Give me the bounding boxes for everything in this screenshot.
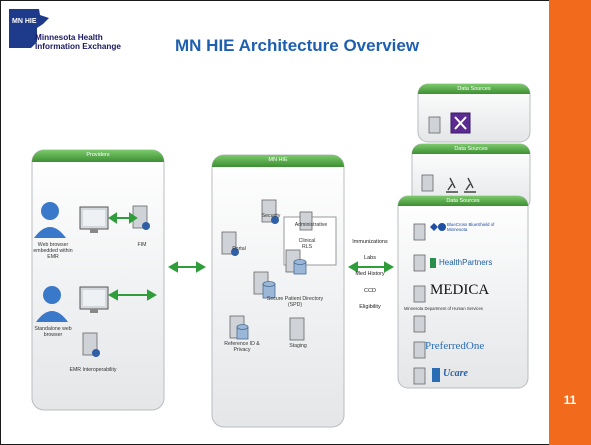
logo-badge: MN HIE	[12, 18, 37, 25]
source-server-icon	[413, 367, 426, 385]
monitor-icon	[79, 286, 109, 313]
source-server-icon	[428, 116, 441, 134]
mnhie-title: MN HIE	[268, 157, 288, 163]
user-icon	[36, 286, 68, 322]
bcbs-logo-icon	[430, 223, 446, 231]
web-browser-emr-label: Web browser embedded within EMR	[33, 242, 73, 260]
mnhie-panel	[211, 154, 345, 428]
emr-interop-label: EMR Interoperability	[69, 367, 117, 373]
flow-label: CCD	[364, 288, 376, 294]
source-server-icon	[413, 341, 426, 359]
emr-lock-icon	[92, 349, 100, 357]
source-server-icon	[413, 315, 426, 333]
fim-label: FIM	[137, 242, 147, 248]
spd-database-icon	[262, 281, 276, 299]
standalone-label: Standalone web browser	[34, 326, 72, 338]
administrative-label: Administrative	[294, 222, 328, 228]
portal-globe-icon	[231, 248, 239, 256]
staging-label: Staging	[289, 343, 307, 349]
preferredone-brand: PreferredOne	[425, 340, 485, 352]
connection-arrows	[107, 212, 395, 301]
logo-line-2: Information Exchange	[35, 42, 121, 51]
medica-brand: MEDICA	[430, 282, 490, 298]
source-server-icon	[421, 174, 434, 192]
user-icon	[34, 202, 66, 238]
flow-label: Med History	[355, 271, 385, 277]
clinical-database-icon	[293, 259, 307, 275]
security-server-icon	[261, 199, 277, 223]
reference-id-label: Reference ID & Privacy	[224, 341, 260, 353]
flow-label: Immunizations	[352, 239, 388, 245]
security-label: Security	[261, 213, 281, 219]
data-sources-title-2: Data Sources	[454, 146, 488, 152]
logo-text: Minnesota Health Information Exchange	[35, 33, 121, 51]
emr-server-icon	[82, 332, 98, 356]
minnesota-state-shape-icon	[9, 9, 49, 48]
microscope-icon	[464, 177, 476, 193]
fim-lock-icon	[142, 222, 150, 230]
reference-database-icon	[236, 324, 249, 340]
data-sources-panel-back	[417, 83, 531, 143]
flow-label: Eligibility	[359, 304, 381, 310]
ucare-logo-icon	[432, 368, 440, 382]
source-server-icon	[413, 285, 426, 303]
slide-title: MN HIE Architecture Overview	[175, 36, 420, 55]
providers-title: Providers	[86, 152, 110, 158]
bcbs-brand: BlueCross BlueShield of Minnesota	[447, 222, 495, 232]
monitor-icon	[79, 206, 109, 233]
mn-dhs-brand: Minnesota Department of Human Services	[404, 306, 483, 311]
data-sources-title-1: Data Sources	[457, 86, 491, 92]
microscope-icon	[446, 177, 458, 193]
logo-line-1: Minnesota Health	[35, 33, 103, 42]
source-server-icon	[413, 254, 426, 272]
orange-sidebar	[549, 0, 591, 445]
flow-label: Labs	[364, 255, 376, 261]
page-number: 11	[563, 393, 577, 407]
clinical-rls-label: Clinical RLS	[298, 238, 316, 250]
ucare-brand: Ucare	[443, 368, 468, 379]
healthpartners-brand: HealthPartners	[439, 258, 493, 267]
portal-server-icon	[221, 231, 237, 255]
portal-label: Portal	[232, 246, 246, 252]
source-server-icon	[413, 223, 426, 241]
architecture-diagram	[31, 83, 531, 428]
healthpartners-logo-icon	[430, 258, 436, 268]
security-lock-icon	[271, 216, 279, 224]
data-sources-title-3: Data Sources	[446, 198, 480, 204]
admin-server-icon	[299, 211, 313, 231]
staging-server-icon	[289, 317, 305, 341]
mn-hie-logo: MN HIE Minnesota Health Information Exch…	[5, 6, 165, 52]
spd-label: Secure Patient Directory (SPD)	[266, 296, 324, 308]
data-sources-panel-front	[397, 195, 529, 389]
